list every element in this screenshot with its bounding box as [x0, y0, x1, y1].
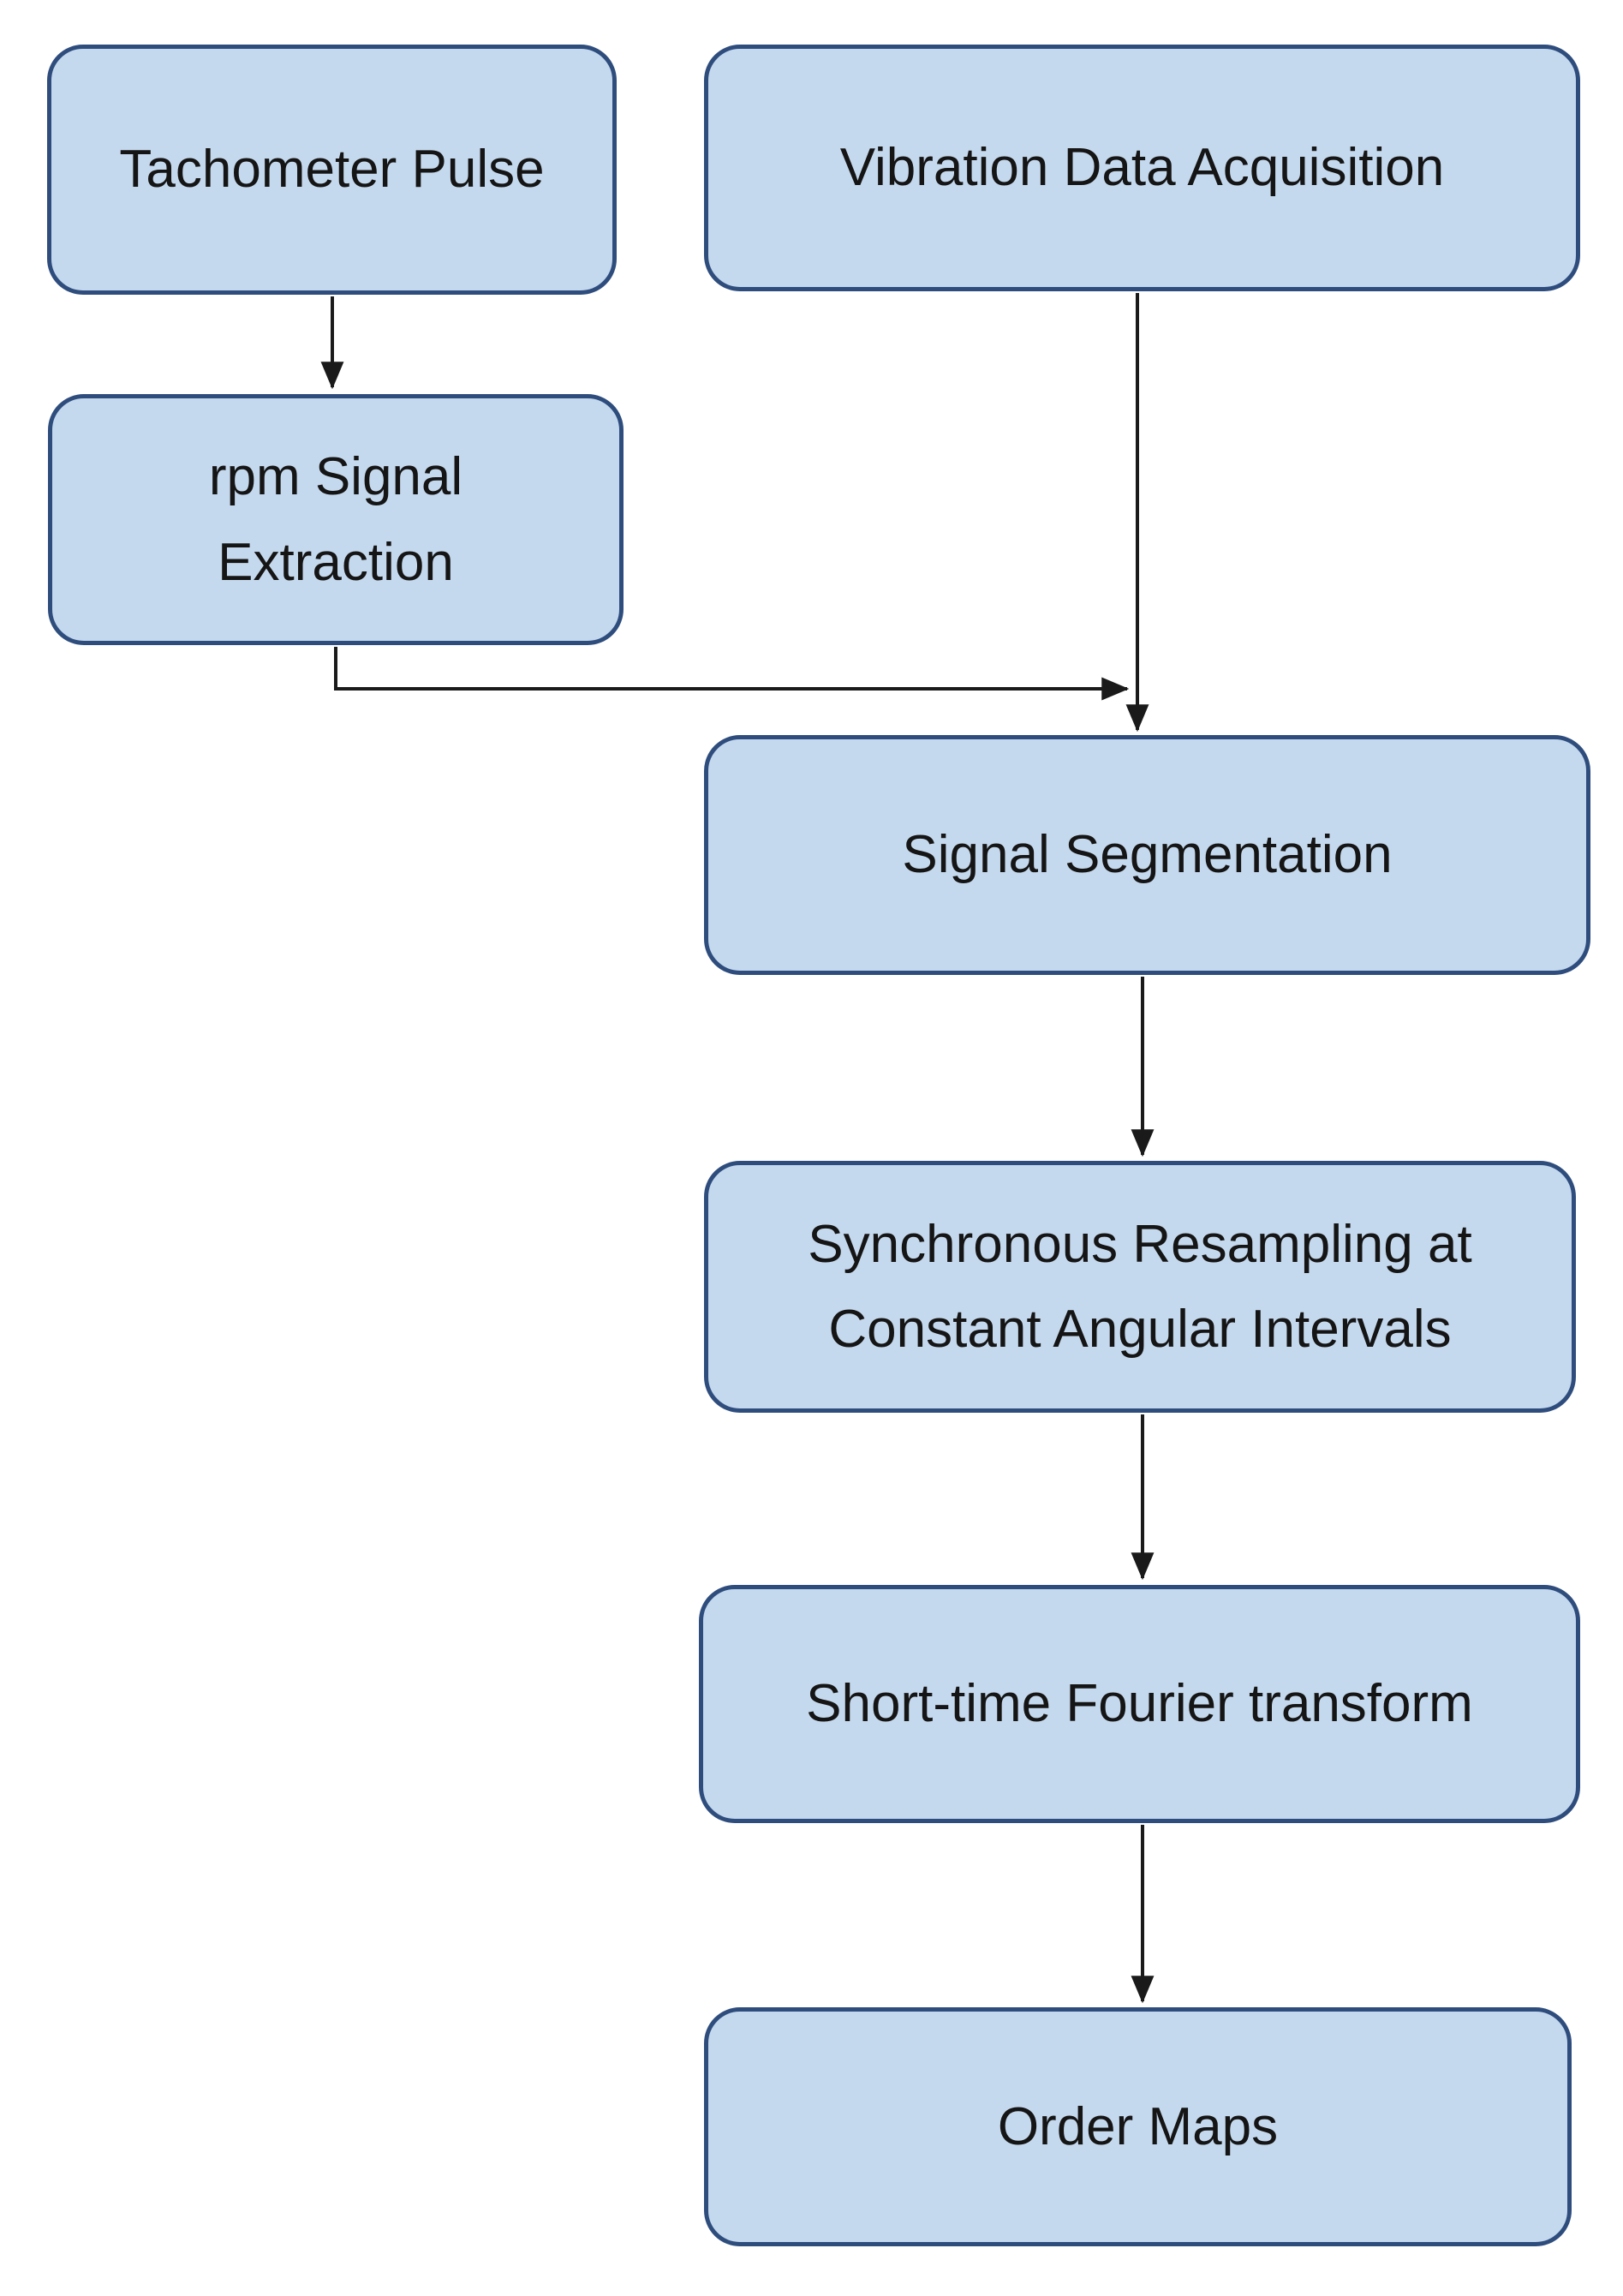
node-order-maps: Order Maps [704, 2007, 1572, 2246]
edge-rpm-to-segmentation [334, 647, 1130, 701]
node-short-time-fourier-transform: Short-time Fourier transform [699, 1585, 1580, 1823]
node-label: Signal Segmentation [902, 825, 1393, 885]
node-tachometer-pulse: Tachometer Pulse [47, 45, 617, 295]
node-vibration-data-acquisition: Vibration Data Acquisition [704, 45, 1580, 291]
node-rpm-signal-extraction: rpm Signal Extraction [48, 394, 624, 645]
node-label: Order Maps [997, 2096, 1279, 2156]
node-signal-segmentation: Signal Segmentation [704, 735, 1590, 975]
node-label: Synchronous Resampling at Constant Angul… [808, 1214, 1472, 1359]
node-label: rpm Signal Extraction [208, 447, 463, 592]
node-synchronous-resampling: Synchronous Resampling at Constant Angul… [704, 1161, 1576, 1413]
node-label: Short-time Fourier transform [806, 1674, 1473, 1734]
node-label: Vibration Data Acquisition [839, 138, 1445, 198]
node-label: Tachometer Pulse [119, 140, 545, 200]
